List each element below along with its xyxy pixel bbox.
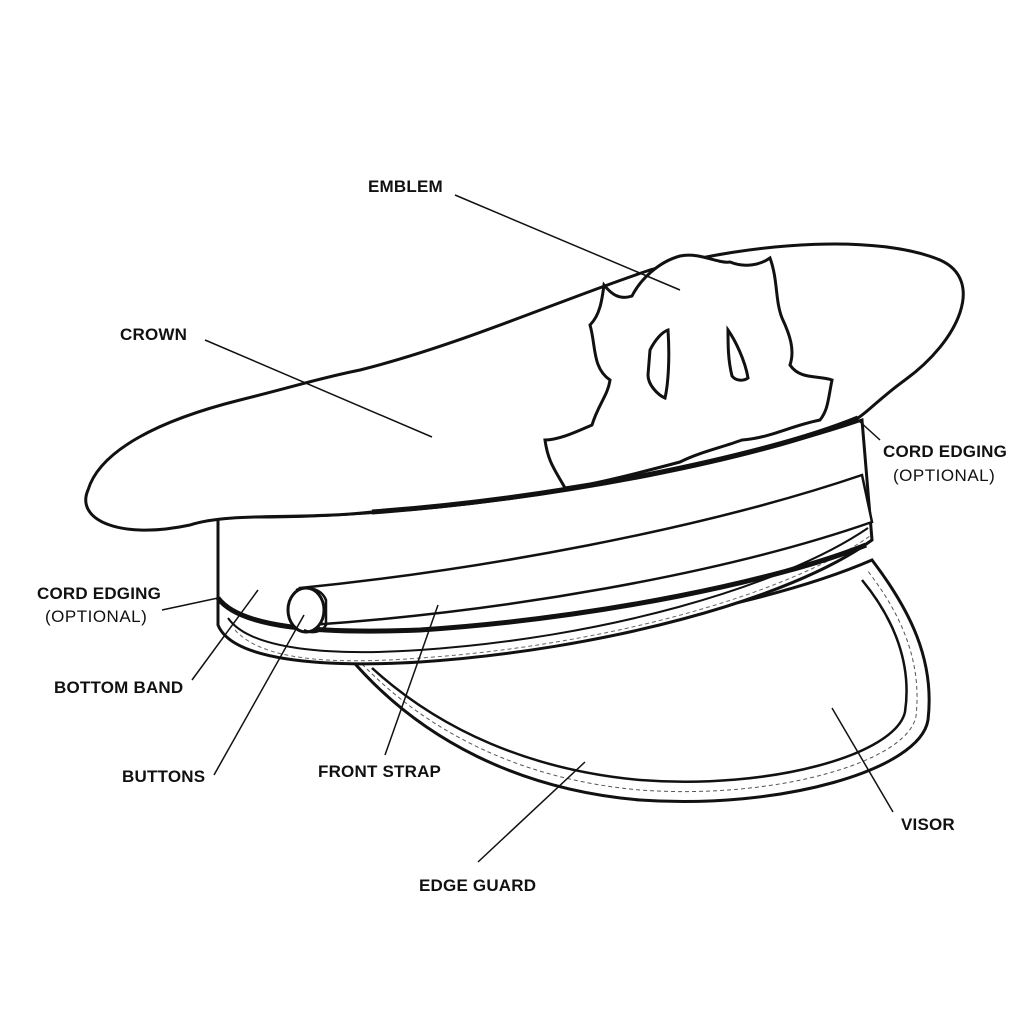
label-cord-edging-left-note: (OPTIONAL) [45, 607, 148, 626]
leader-edge-guard [477, 761, 586, 863]
button-shank [295, 586, 328, 634]
leader-visor [831, 707, 894, 813]
emblem-cutout-left [646, 327, 671, 401]
leader-emblem [454, 194, 681, 291]
label-visor: VISOR [901, 815, 955, 834]
label-front-strap: FRONT STRAP [318, 762, 442, 781]
leader-bottom-band [191, 589, 259, 681]
leader-front-strap [384, 604, 439, 756]
label-cord-edging-right: CORD EDGING [883, 442, 1008, 461]
leader-cord-right [857, 419, 881, 441]
leader-lines [161, 194, 894, 863]
emblem-shape [543, 253, 834, 490]
band-stitching [234, 535, 871, 662]
button-shape [286, 586, 326, 634]
emblem-cutout-right [726, 325, 750, 382]
cord-edging-bottom [215, 542, 867, 634]
label-crown: CROWN [120, 325, 188, 344]
leader-cord-left [161, 597, 219, 611]
label-buttons: BUTTONS [122, 767, 206, 786]
leader-buttons [213, 614, 305, 776]
label-cord-edging-left: CORD EDGING [37, 584, 162, 603]
leader-crown [204, 339, 433, 438]
cord-edging-top [371, 415, 859, 515]
visor-stitching [361, 569, 918, 793]
label-bottom-band: BOTTOM BAND [54, 678, 184, 697]
edge-guard-line [371, 579, 908, 783]
label-edge-guard: EDGE GUARD [419, 876, 537, 895]
label-emblem: EMBLEM [368, 177, 443, 196]
front-strap-shape [298, 473, 874, 627]
label-cord-edging-right-note: (OPTIONAL) [893, 466, 996, 485]
